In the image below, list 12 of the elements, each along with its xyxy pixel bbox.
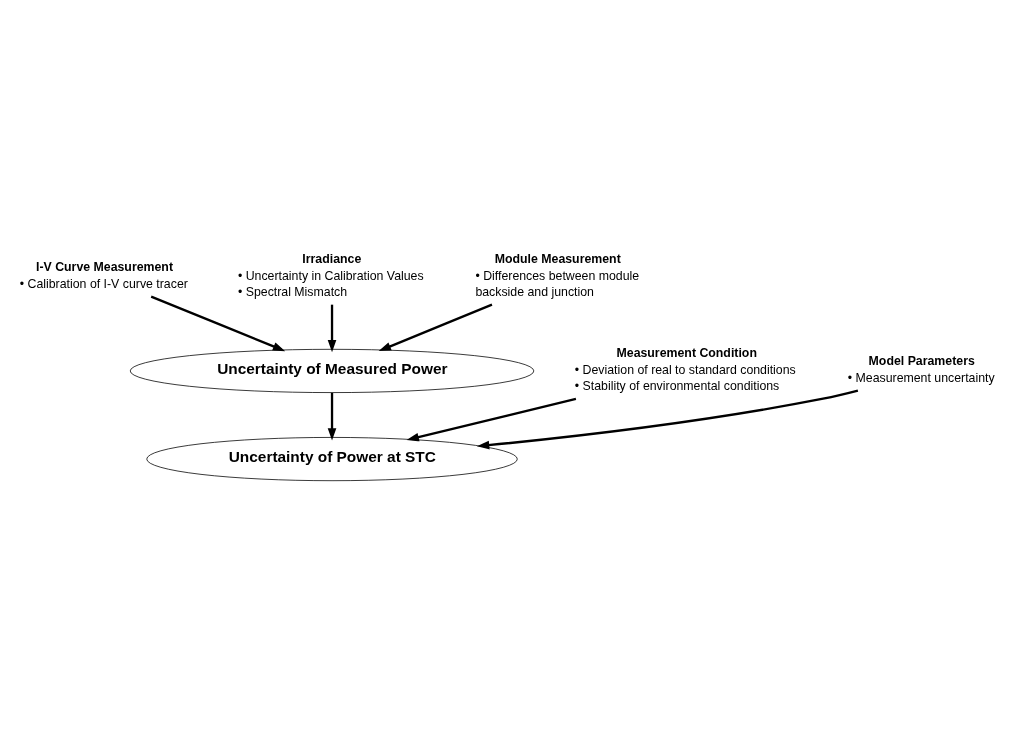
arrow — [327, 392, 336, 441]
node-text: Module Measurement • Differences between module backside and junction — [474, 251, 639, 300]
arrow — [378, 303, 492, 352]
node-text: Measurement Condition • Deviation of real to standard conditions • Stability of environmental conditions — [574, 345, 796, 394]
arrow — [150, 295, 285, 352]
node-text: Irradiance • Uncertainty in Calibration Values • Spectral Mismatch — [237, 251, 424, 300]
arrow — [406, 397, 576, 442]
node-text: I-V Curve Measurement • Calibration of I-V curve tracer — [19, 260, 188, 292]
node-ellipse: Uncertainty of Measured Power — [129, 348, 534, 393]
arrow — [476, 389, 858, 450]
arrow — [327, 304, 336, 353]
node-text: Model Parameters • Measurement uncertainty — [847, 354, 995, 386]
